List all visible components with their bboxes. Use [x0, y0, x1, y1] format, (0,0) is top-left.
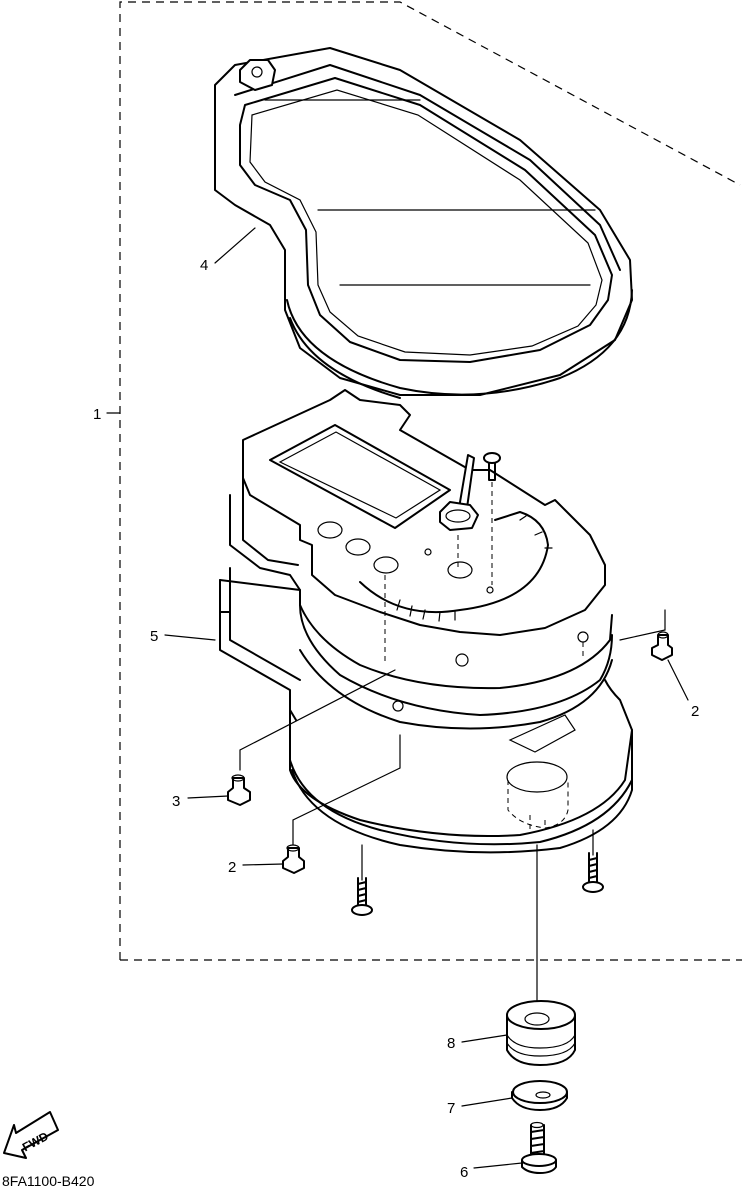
callout-2-right: 2: [691, 703, 699, 720]
callout-leaders: [106, 227, 689, 1169]
fwd-arrow-icon: FWD: [3, 1111, 59, 1159]
part-8-damper: [506, 1000, 576, 1066]
callout-5: 5: [150, 628, 158, 645]
callout-1: 1: [93, 406, 101, 423]
callout-4: 4: [200, 257, 208, 274]
part-4-lens-cover: [214, 47, 633, 399]
lower-case: [289, 679, 633, 854]
part-5-meter-assembly: [219, 389, 613, 730]
part-6-bolt: [521, 1121, 557, 1174]
leader-lines: [239, 609, 666, 1006]
callout-8: 8: [447, 1035, 455, 1052]
part-2-grommet-right: [651, 631, 673, 661]
assembly-boundary: [119, 1, 742, 961]
part-2-grommet-left: [282, 844, 305, 874]
callout-3: 3: [172, 793, 180, 810]
part-3-collar: [227, 774, 251, 806]
callout-2-left: 2: [228, 859, 236, 876]
callout-7: 7: [447, 1100, 455, 1117]
screw-left: [351, 877, 373, 916]
callout-6: 6: [460, 1164, 468, 1181]
part-7-washer: [511, 1080, 568, 1111]
screw-right: [582, 852, 604, 893]
part-code: 8FA1100-B420: [2, 1173, 95, 1189]
